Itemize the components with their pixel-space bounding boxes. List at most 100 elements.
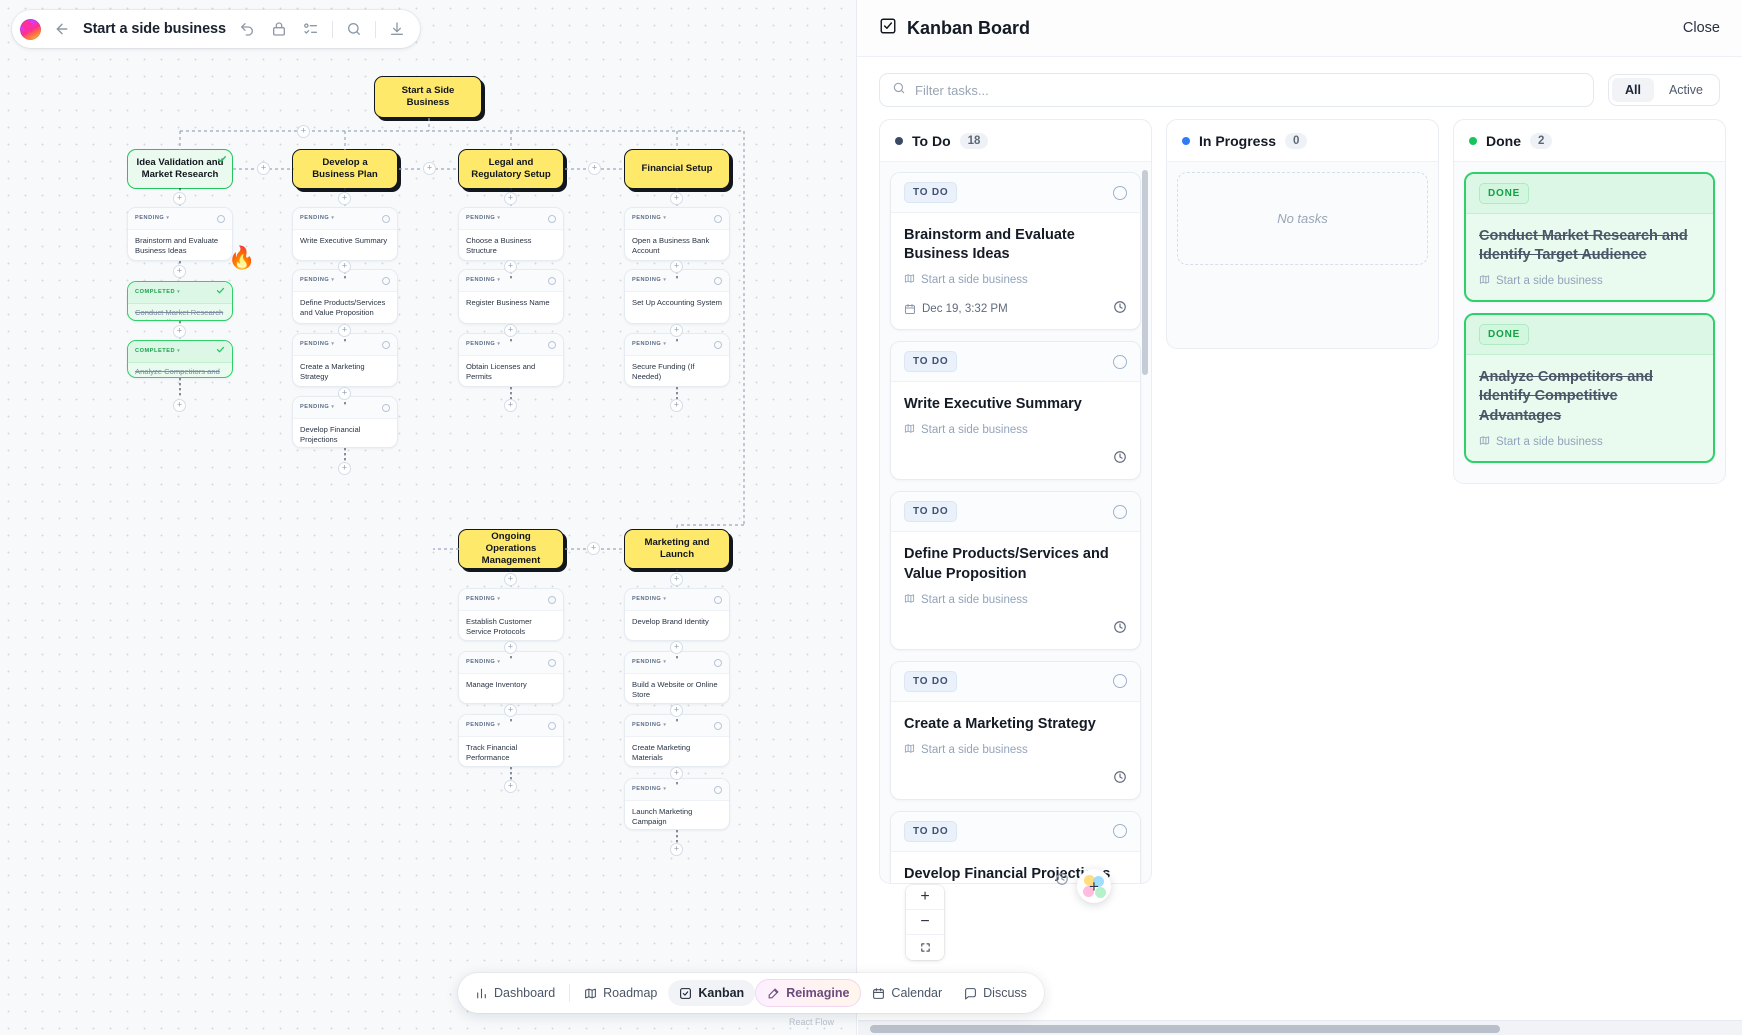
add-node-handle[interactable] <box>504 641 517 654</box>
flow-task-card[interactable]: PENDING▾ Set Up Accounting System <box>624 269 730 324</box>
status-badge[interactable]: PENDING▾ <box>466 277 501 284</box>
kanban-card[interactable]: TO DO Create a Marketing Strategy Start … <box>890 660 1141 800</box>
add-node-handle[interactable] <box>587 542 600 555</box>
status-badge[interactable]: PENDING▾ <box>466 596 501 603</box>
task-toggle-circle[interactable] <box>548 658 556 667</box>
canvas-toolbar[interactable]: Start a side business <box>12 10 420 48</box>
flow-task-card[interactable]: PENDING▾ Choose a Business Structure <box>458 207 564 261</box>
task-toggle-circle[interactable] <box>217 214 225 223</box>
filter-search-wrapper[interactable] <box>879 73 1594 107</box>
task-toggle-circle[interactable] <box>714 214 722 223</box>
flow-task-card[interactable]: PENDING▾ Brainstorm and Evaluate Busines… <box>127 207 233 261</box>
add-node-handle[interactable] <box>670 641 683 654</box>
kanban-board[interactable]: To Do 18 TO DO Brainstorm and Evaluate B… <box>857 119 1742 1035</box>
card-toggle-circle[interactable] <box>1113 354 1127 369</box>
undo-icon[interactable] <box>236 18 258 40</box>
search-icon[interactable] <box>343 18 365 40</box>
flow-task-card[interactable]: PENDING▾ Open a Business Bank Account <box>624 207 730 261</box>
flow-node-phase-financial[interactable]: Financial Setup <box>624 149 730 189</box>
task-toggle-circle[interactable] <box>714 340 722 349</box>
flow-task-card[interactable]: PENDING▾ Manage Inventory <box>458 651 564 704</box>
task-toggle-circle[interactable] <box>548 721 556 730</box>
add-node-handle[interactable] <box>173 265 186 278</box>
task-toggle-circle[interactable] <box>714 658 722 667</box>
check-icon[interactable] <box>216 286 225 299</box>
add-node-handle[interactable] <box>504 704 517 717</box>
task-toggle-circle[interactable] <box>382 214 390 223</box>
board-horizontal-scrollbar[interactable] <box>858 1020 1742 1035</box>
flow-task-card[interactable]: PENDING▾ Obtain Licenses and Permits <box>458 333 564 387</box>
task-toggle-circle[interactable] <box>548 595 556 604</box>
status-badge[interactable]: PENDING▾ <box>300 404 335 411</box>
lock-icon[interactable] <box>268 18 290 40</box>
add-node-handle[interactable] <box>338 387 351 400</box>
status-badge[interactable]: PENDING▾ <box>466 215 501 222</box>
add-fab-button[interactable]: + <box>1077 869 1111 903</box>
kanban-card[interactable]: DONE Conduct Market Research and Identif… <box>1464 172 1715 303</box>
dock-item-reimagine[interactable]: Reimagine <box>755 979 862 1007</box>
clock-icon[interactable] <box>1055 872 1069 891</box>
card-toggle-circle[interactable] <box>1113 674 1127 689</box>
add-node-handle[interactable] <box>670 260 683 273</box>
checklist-icon[interactable] <box>300 18 322 40</box>
bottom-dock[interactable]: Dashboard Roadmap Kanban Reimagine Calen… <box>458 973 1044 1013</box>
filter-tasks-input[interactable] <box>915 82 1581 98</box>
dock-item-calendar[interactable]: Calendar <box>861 980 953 1006</box>
check-icon[interactable] <box>216 345 225 358</box>
add-node-handle[interactable] <box>338 324 351 337</box>
status-badge[interactable]: COMPLETED▾ <box>135 289 181 296</box>
status-badge[interactable]: PENDING▾ <box>300 341 335 348</box>
add-node-handle[interactable] <box>504 399 517 412</box>
card-toggle-circle[interactable] <box>1113 504 1127 519</box>
task-toggle-circle[interactable] <box>382 403 390 412</box>
add-node-handle[interactable] <box>504 192 517 205</box>
flow-node-phase-plan[interactable]: Develop a Business Plan <box>292 149 398 189</box>
status-badge[interactable]: PENDING▾ <box>135 215 170 222</box>
kanban-card[interactable]: DONE Analyze Competitors and Identify Co… <box>1464 313 1715 463</box>
add-node-handle[interactable] <box>670 843 683 856</box>
flow-task-card[interactable]: PENDING▾ Secure Funding (If Needed) <box>624 333 730 387</box>
status-badge[interactable]: PENDING▾ <box>632 722 667 729</box>
clock-icon[interactable] <box>1113 300 1127 317</box>
kanban-card[interactable]: TO DO Write Executive Summary Start a si… <box>890 341 1141 481</box>
add-node-handle[interactable] <box>504 260 517 273</box>
add-node-handle[interactable] <box>670 573 683 586</box>
filter-segmented-control[interactable]: All Active <box>1607 74 1720 106</box>
task-toggle-circle[interactable] <box>714 785 722 794</box>
kanban-card[interactable]: TO DO Define Products/Services and Value… <box>890 491 1141 650</box>
add-node-handle[interactable] <box>338 192 351 205</box>
add-node-handle[interactable] <box>670 704 683 717</box>
status-badge[interactable]: PENDING▾ <box>300 277 335 284</box>
flow-task-card[interactable]: PENDING▾ Launch Marketing Campaign <box>624 778 730 830</box>
flow-task-card[interactable]: COMPLETED▾ Analyze Competitors and Ident… <box>127 340 233 378</box>
clock-icon[interactable] <box>1113 620 1127 637</box>
add-node-handle[interactable] <box>423 162 436 175</box>
status-badge[interactable]: PENDING▾ <box>632 596 667 603</box>
flow-canvas[interactable]: Start a side business Start a Side Busin… <box>0 0 856 1035</box>
flow-node-phase-marketing[interactable]: Marketing and Launch <box>624 529 730 569</box>
flow-node-phase-idea[interactable]: Idea Validation and Market Research <box>127 149 233 189</box>
add-node-handle[interactable] <box>338 260 351 273</box>
task-toggle-circle[interactable] <box>548 214 556 223</box>
task-toggle-circle[interactable] <box>548 276 556 285</box>
status-badge[interactable]: PENDING▾ <box>632 215 667 222</box>
zoom-controls[interactable]: + − <box>906 885 944 960</box>
status-badge[interactable]: PENDING▾ <box>632 341 667 348</box>
task-toggle-circle[interactable] <box>548 340 556 349</box>
task-toggle-circle[interactable] <box>714 595 722 604</box>
add-node-handle[interactable] <box>297 125 310 138</box>
status-badge[interactable]: PENDING▾ <box>300 215 335 222</box>
add-node-handle[interactable] <box>670 324 683 337</box>
add-node-handle[interactable] <box>173 399 186 412</box>
flow-node-phase-ops[interactable]: Ongoing Operations Management <box>458 529 564 569</box>
add-node-handle[interactable] <box>173 325 186 338</box>
flow-task-card[interactable]: PENDING▾ Create Marketing Materials <box>624 714 730 767</box>
filter-tab-all[interactable]: All <box>1611 78 1654 102</box>
clock-icon[interactable] <box>1113 770 1127 787</box>
status-badge[interactable]: PENDING▾ <box>632 659 667 666</box>
column-scrollbar[interactable] <box>1142 170 1148 375</box>
task-toggle-circle[interactable] <box>714 276 722 285</box>
flow-task-card[interactable]: PENDING▾ Write Executive Summary <box>292 207 398 261</box>
flow-task-card[interactable]: PENDING▾ Track Financial Performance <box>458 714 564 767</box>
fit-view-button[interactable] <box>906 935 944 960</box>
